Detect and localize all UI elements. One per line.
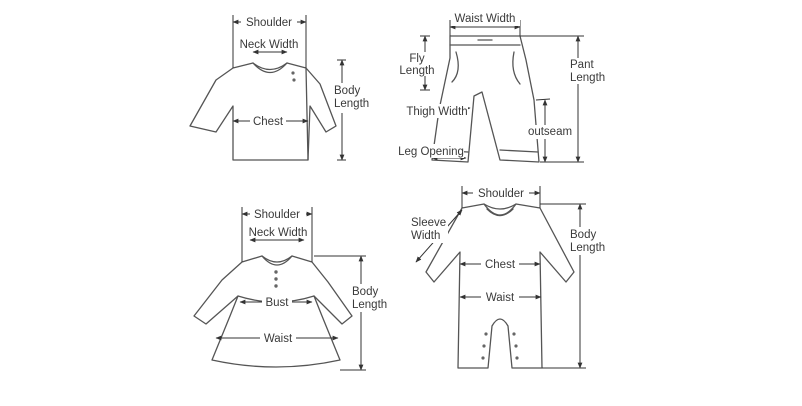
dress-body-length-label: Body — [352, 286, 378, 298]
shirt-body-length-label: Body — [334, 85, 360, 97]
romper-chest-label: Chest — [485, 259, 516, 271]
pants-outseam-label: outseam — [528, 126, 572, 138]
romper-collar-rib — [486, 208, 514, 217]
shirt-button — [291, 71, 295, 75]
pants-pant-length-label: Length — [570, 72, 605, 84]
romper-snap — [481, 356, 485, 360]
romper-snap — [482, 344, 486, 348]
shirt-body-length-label: Length — [334, 98, 369, 110]
shirt-button — [292, 78, 296, 82]
romper-snap — [514, 344, 518, 348]
pants-pocket — [451, 51, 459, 83]
shirt-chest-label: Chest — [253, 116, 284, 128]
romper-outline — [425, 203, 575, 369]
pants-waist-width-label: Waist Width — [455, 13, 516, 25]
shirt-shoulder-label: Shoulder — [246, 17, 292, 29]
pants-outline — [431, 35, 540, 163]
romper-body-length-label: Body — [570, 229, 596, 241]
pants-pocket — [512, 51, 521, 85]
shirt-illustration: Shoulder Neck Width Chest Body Length — [189, 14, 372, 161]
romper-sleeve-width-label: Width — [411, 230, 440, 242]
pants-thigh-width-label: Thigh Width — [406, 106, 467, 118]
dress-button — [274, 270, 278, 274]
romper-body-length-label: Length — [570, 242, 605, 254]
dress-bust-label: Bust — [265, 297, 289, 309]
shirt-side-seam — [305, 67, 309, 161]
pants-leg-opening-label: Leg Opening — [398, 146, 464, 158]
dress-waist-label: Waist — [264, 333, 293, 345]
dress-illustration: Shoulder Neck Width Bust Waist Body Leng… — [193, 206, 390, 371]
dress-neck-width-label: Neck Width — [249, 227, 308, 239]
dress-shoulder-label: Shoulder — [254, 209, 300, 221]
shirt-outline — [189, 62, 337, 161]
pants-pant-length-label: Pant — [570, 59, 594, 71]
pants-fly-length-label: Length — [399, 65, 434, 77]
shirt-neck-width-label: Neck Width — [240, 39, 299, 51]
romper-snap — [484, 332, 488, 336]
shirt-collar — [252, 62, 288, 74]
romper-waist-label: Waist — [486, 292, 515, 304]
dress-outline — [193, 255, 353, 368]
pants-illustration: Waist Width Fly Length Pant Length Thigh… — [398, 12, 608, 163]
dress-body-length-label: Length — [352, 299, 387, 311]
romper-snap — [515, 356, 519, 360]
romper-shoulder-label: Shoulder — [478, 188, 524, 200]
dress-collar — [261, 255, 293, 266]
romper-snap — [512, 332, 516, 336]
pants-fly-length-label: Fly — [409, 53, 425, 65]
dress-button — [274, 284, 278, 288]
dress-button — [274, 277, 278, 281]
romper-sleeve-width-label: Sleeve — [411, 217, 446, 229]
romper-illustration: Shoulder Sleeve Width Chest Waist Body L… — [408, 185, 608, 369]
